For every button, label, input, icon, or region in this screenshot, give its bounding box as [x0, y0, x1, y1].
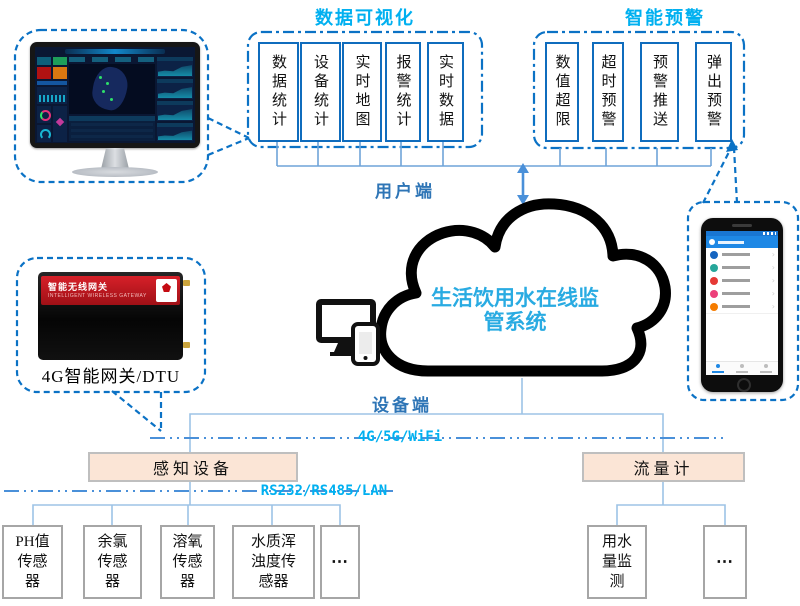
viz-item-realtime-map: 实时地图: [342, 42, 382, 142]
warning-item-timeout: 超时预警: [592, 42, 624, 142]
phone-app-header: [706, 236, 778, 248]
list-item-icon: [710, 251, 718, 259]
dashboard-map-panel: [69, 64, 155, 114]
phone-tab-home: [706, 362, 730, 375]
list-item-icon: [710, 303, 718, 311]
dashboard-trend-chart-4: [157, 123, 193, 141]
monitor-stand: [101, 148, 129, 169]
viz-item-realtime-data: 实时数据: [427, 42, 464, 142]
water-usage-monitoring: 用水量监测: [587, 525, 647, 599]
dashboard-tile-red: [37, 67, 51, 79]
dashboard-tab-strip: [37, 81, 67, 85]
dashboard-donut-chart-1: [37, 106, 51, 123]
cloud-system-title: 生活饮用水在线监管系统: [431, 287, 599, 335]
viz-item-alarm-statistics: 报警统计: [385, 42, 421, 142]
chevron-right-icon: ›: [771, 276, 775, 285]
dashboard-toolbar-strip: [69, 57, 155, 62]
gateway-antenna-port-top: [183, 280, 190, 286]
phone-callout-bubble: [686, 147, 800, 402]
sensor-dissolved-oxygen: 溶氧传感器: [160, 525, 215, 599]
user-side-label: 用户端: [375, 182, 435, 201]
phone-tab-bar: [706, 361, 778, 375]
viz-item-data-statistics: 数据统计: [258, 42, 299, 142]
gateway-callout-bubble: [15, 256, 207, 432]
device-side-label: 设备端: [372, 396, 432, 415]
smart-warning-group-outline: [532, 30, 746, 150]
sensing-devices-node: 感知设备: [88, 452, 298, 482]
dashboard-donut-chart-2: [37, 125, 51, 142]
dashboard-trend-chart-2: [157, 79, 193, 99]
gateway-caption: 4G智能网关/DTU: [41, 367, 181, 386]
warning-item-push: 预警推送: [640, 42, 679, 142]
sensor-ph: PH值传感器: [2, 525, 63, 599]
computer-and-phone-icon: [316, 299, 380, 366]
phone-list-item: ›: [706, 248, 778, 262]
sensor-residual-chlorine: 余氯传感器: [83, 525, 142, 599]
wireless-link-label: 4G/5G/WiFi: [357, 429, 443, 445]
phone-tab-profile: [754, 362, 778, 375]
dashboard-table-panel: [69, 116, 155, 141]
list-item-icon: [710, 277, 718, 285]
phone-list-item: ›: [706, 274, 778, 288]
phone-bubble-arrowhead: [726, 139, 738, 152]
gateway-device: 智能无线网关 INTELLIGENT WIRELESS GATEWAY: [38, 272, 190, 360]
dashboard-tile-green: [53, 57, 67, 65]
dashboard-trend-chart-1: [157, 57, 193, 77]
device-bus-lines: [32, 378, 726, 525]
top-item-connectors: [276, 138, 712, 167]
monitor-base: [72, 167, 158, 177]
chevron-right-icon: ›: [771, 289, 775, 298]
sensor-turbidity: 水质浑浊度传感器: [232, 525, 315, 599]
chevron-right-icon: ›: [771, 263, 775, 272]
phone-status-bar: [706, 231, 778, 236]
sensor-more-ellipsis: ⋯: [320, 525, 360, 599]
cloud-shape: [375, 198, 671, 377]
mobile-phone: › › › › ›: [701, 218, 783, 392]
phone-list-item: ›: [706, 261, 778, 275]
gateway-antenna-port-bottom: [183, 342, 190, 348]
data-visualization-title: 数据可视化: [315, 8, 415, 28]
dashboard-trend-chart-3: [157, 101, 193, 121]
phone-tab-middle: [730, 362, 754, 375]
chevron-right-icon: ›: [771, 302, 775, 311]
gateway-brand-logo: [156, 279, 177, 302]
dashboard-bar-chart: [37, 87, 67, 104]
phone-earpiece: [732, 224, 752, 227]
gateway-label-band: 智能无线网关 INTELLIGENT WIRELESS GATEWAY: [41, 276, 180, 305]
flowmeter-node: 流量计: [582, 452, 745, 482]
warning-item-popup: 弹出预警: [695, 42, 732, 142]
cloud-double-arrow: [517, 163, 529, 205]
list-item-icon: [710, 290, 718, 298]
dashboard-tile-teal: [37, 57, 51, 65]
smart-warning-title: 智能预警: [625, 8, 705, 28]
monitor-callout-bubble: [13, 28, 250, 184]
chevron-right-icon: ›: [771, 250, 775, 259]
flow-more-ellipsis: ⋯: [703, 525, 747, 599]
dashboard-header-bar: [65, 49, 165, 54]
warning-item-value-limit: 数值超限: [545, 42, 579, 142]
phone-home-button: [737, 378, 751, 392]
dashboard-monitor: [30, 42, 200, 148]
map-region-shape: [90, 64, 130, 113]
gateway-device-subtitle: INTELLIGENT WIRELESS GATEWAY: [48, 293, 147, 299]
list-item-icon: [710, 264, 718, 272]
gateway-device-title: 智能无线网关: [48, 282, 109, 292]
serial-link-label: RS232/RS485/LAN: [260, 483, 388, 499]
dashboard-screen: [35, 47, 195, 143]
dashboard-diamond-widget: [53, 106, 67, 142]
phone-list-item: ›: [706, 287, 778, 301]
phone-list-item: ›: [706, 300, 778, 314]
viz-item-device-statistics: 设备统计: [300, 42, 341, 142]
data-visualization-group-outline: [246, 30, 484, 149]
dashboard-tile-orange: [53, 67, 67, 79]
phone-screen: › › › › ›: [706, 231, 778, 375]
